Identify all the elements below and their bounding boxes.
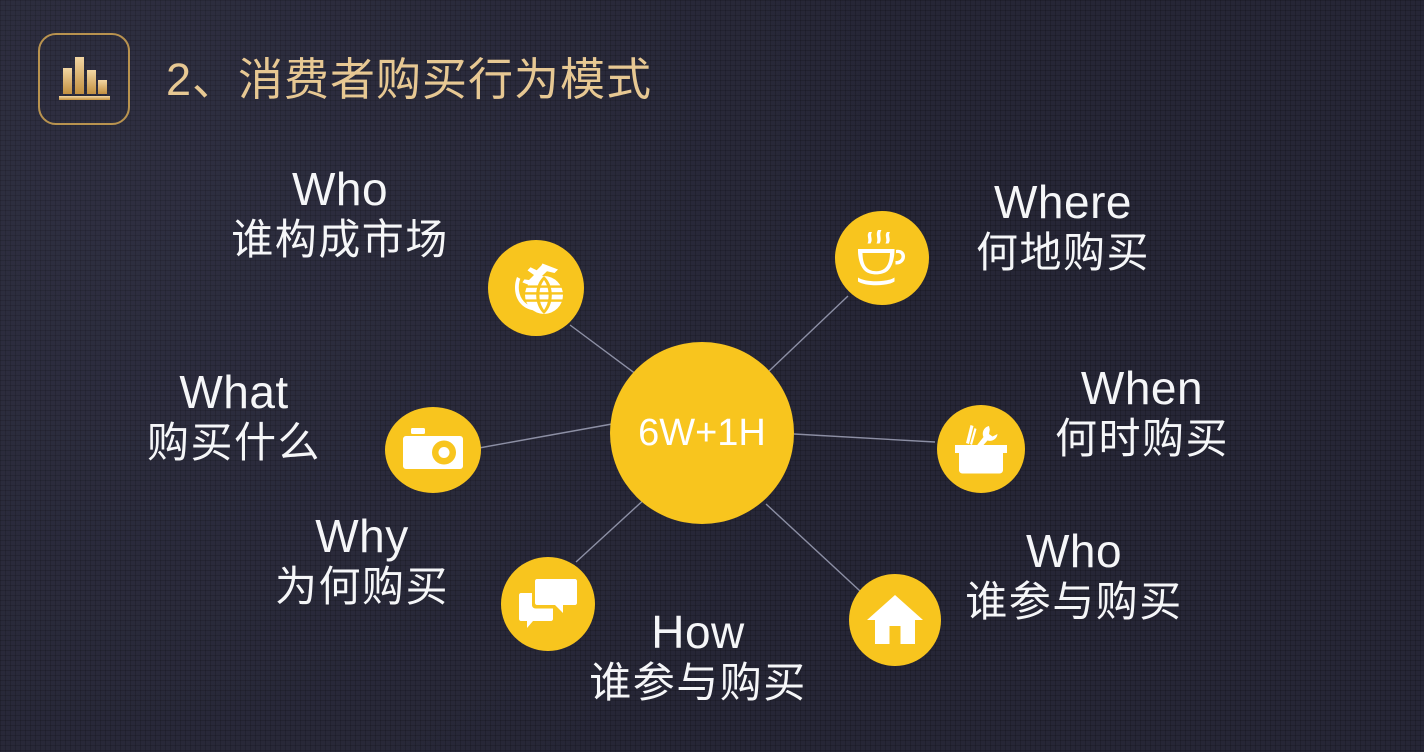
label-who-participate-cn: 谁参与购买 (965, 577, 1183, 625)
label-when-cn: 何时购买 (1054, 414, 1229, 462)
label-where-en: Where (994, 176, 1132, 228)
toolbox-icon (955, 425, 1007, 474)
label-who-participate-en: Who (1025, 525, 1123, 577)
camera-icon (403, 428, 463, 469)
label-who-participate: Who 谁参与购买 (952, 527, 1196, 624)
bar-chart-icon (38, 33, 130, 125)
label-how-cn: 谁参与购买 (589, 658, 807, 706)
hub-label: 6W+1H (638, 412, 766, 454)
node-when[interactable] (937, 405, 1025, 493)
house-icon (867, 595, 923, 644)
node-how[interactable] (501, 557, 595, 651)
globe-airplane-icon (515, 263, 563, 314)
chat-bubbles-icon (519, 579, 577, 628)
page-title: 2、消费者购买行为模式 (166, 53, 653, 105)
node-what[interactable] (385, 407, 481, 493)
node-where[interactable] (835, 211, 929, 305)
slide-header: 2、消费者购买行为模式 (38, 33, 652, 125)
label-who-market: Who 谁构成市场 (198, 165, 482, 262)
label-who-market-cn: 谁构成市场 (231, 215, 449, 263)
label-why-cn: 为何购买 (274, 562, 449, 610)
label-where-cn: 何地购买 (975, 228, 1150, 276)
label-what-cn: 购买什么 (146, 418, 321, 466)
coffee-cup-icon (857, 230, 905, 286)
label-why: Why 为何购买 (258, 512, 466, 609)
label-where: Where 何地购买 (944, 178, 1182, 275)
label-when: When 何时购买 (1042, 364, 1242, 461)
label-what-en: What (179, 366, 289, 418)
node-who-market[interactable] (488, 240, 584, 336)
label-what: What 购买什么 (128, 368, 340, 465)
label-who-market-en: Who (291, 163, 389, 215)
label-how-en: How (651, 606, 745, 658)
label-why-en: Why (315, 510, 409, 562)
label-how: How 谁参与购买 (572, 608, 824, 705)
node-who-participate[interactable] (849, 574, 941, 666)
hub-node[interactable]: 6W+1H (610, 342, 794, 524)
label-when-en: When (1080, 362, 1204, 414)
